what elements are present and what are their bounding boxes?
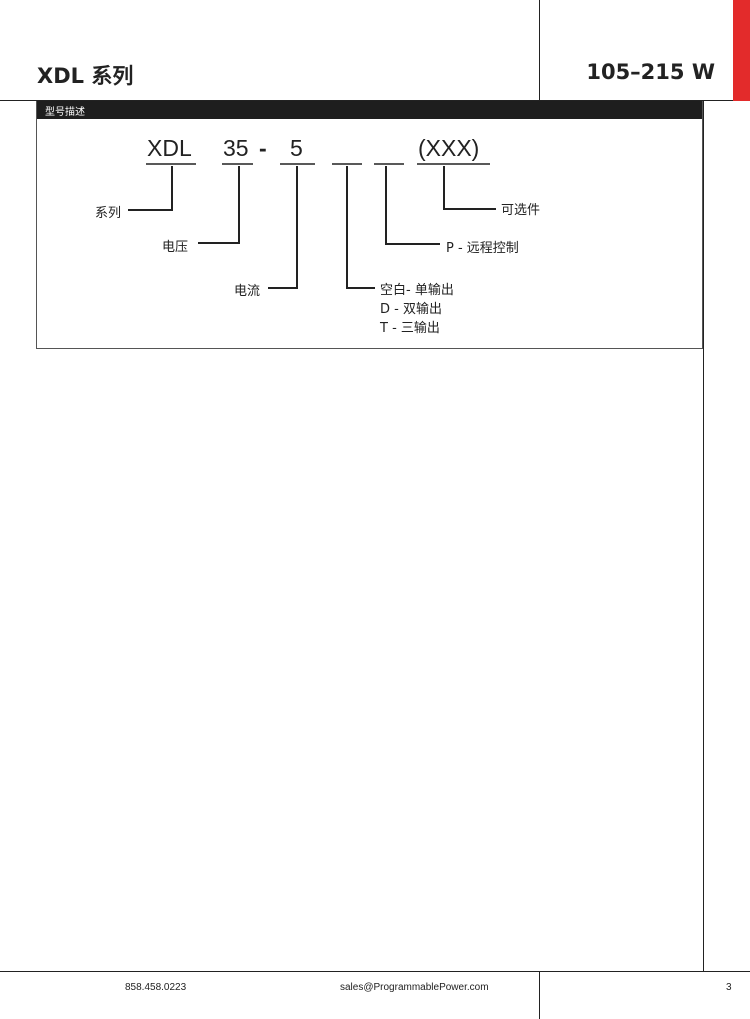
code-dash: - [259,135,267,161]
label-output-triple: T - 三输出 [380,321,440,336]
footer-phone: 858.458.0223 [125,982,187,993]
connector-remote [385,166,440,245]
page-title: XDL 系列 [37,64,134,88]
code-voltage: 35 [223,135,249,161]
connector-output [346,166,375,289]
power-range-title: 105–215 W [586,60,715,84]
header-divider-vertical [539,0,540,101]
footer-rule [0,971,750,972]
footer-divider-vertical [539,971,540,1019]
label-voltage: 电压 [162,240,189,255]
label-series: 系列 [95,206,122,221]
code-model: XDL [147,135,192,161]
model-code-connector-diagram [128,163,496,289]
model-description-panel: 型号描述 [36,101,703,349]
right-margin-line [703,101,704,971]
label-output-dual: D - 双输出 [380,302,442,317]
label-output-single: 空白- 单输出 [380,283,454,298]
panel-header: 型号描述 [37,101,702,119]
header-rule [0,100,733,101]
code-current: 5 [290,135,303,161]
connector-voltage [198,166,240,244]
page-number: 3 [726,982,732,993]
label-optional: 可选件 [501,203,541,218]
footer-email-link[interactable]: sales@ProgrammablePower.com [340,982,489,993]
brand-accent-bar [733,0,750,101]
connector-series [128,166,173,211]
label-current: 电流 [234,284,261,299]
panel-title: 型号描述 [45,107,85,118]
code-options: (XXX) [418,135,480,161]
connector-options [443,166,496,210]
label-remote: P - 远程控制 [446,241,519,256]
connector-current [268,166,298,289]
